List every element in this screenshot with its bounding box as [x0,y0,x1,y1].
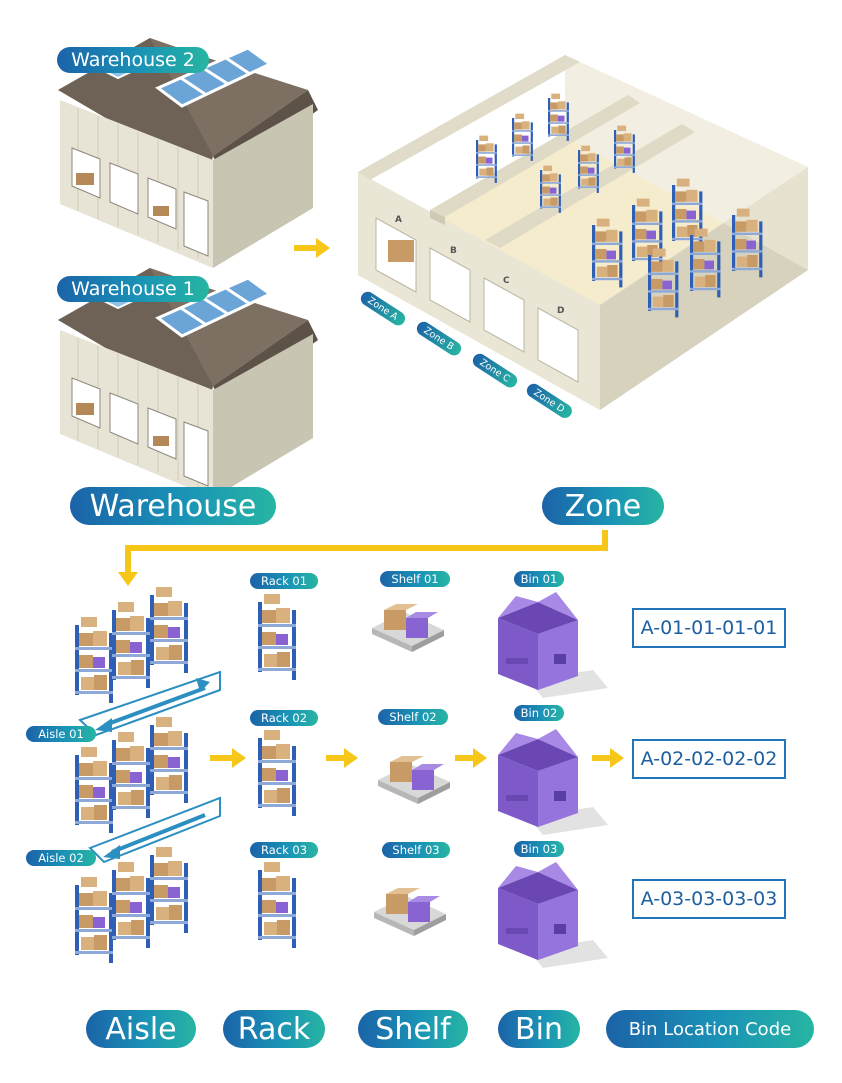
door-b-letter: B [450,246,457,256]
bin-03-label: Bin 03 [514,841,564,857]
zone-floorplan [358,55,808,410]
bin-location-code-label: Bin Location Code [606,1010,814,1048]
warehouse-2-label: Warehouse 2 [57,47,209,73]
shelf-level-label: Shelf [358,1010,468,1048]
shelf-03-label: Shelf 03 [382,842,450,858]
door-c-letter: C [503,276,510,286]
warehouse-1-label: Warehouse 1 [57,276,209,302]
aisle-01-label: Aisle 01 [26,726,96,742]
bin-code-03: A-03-03-03-03 [632,879,786,919]
bin-level-label: Bin [498,1010,580,1048]
shelf-02-label: Shelf 02 [378,709,448,725]
shelf-01-label: Shelf 01 [380,571,450,587]
rack-02-label: Rack 02 [250,710,318,726]
rack-03-label: Rack 03 [250,842,318,858]
door-a-letter: A [395,215,402,225]
bin-01-label: Bin 01 [514,571,564,587]
bin-code-02: A-02-02-02-02 [632,739,786,779]
bin-code-01: A-01-01-01-01 [632,608,786,648]
aisle-level-label: Aisle [86,1010,196,1048]
rack-level-label: Rack [223,1010,325,1048]
rack-01-label: Rack 01 [250,573,318,589]
door-d-letter: D [557,306,565,316]
warehouse-level-label: Warehouse [70,487,276,525]
aisle-02-label: Aisle 02 [26,850,96,866]
zone-level-label: Zone [542,487,664,525]
bin-02-label: Bin 02 [514,705,564,721]
